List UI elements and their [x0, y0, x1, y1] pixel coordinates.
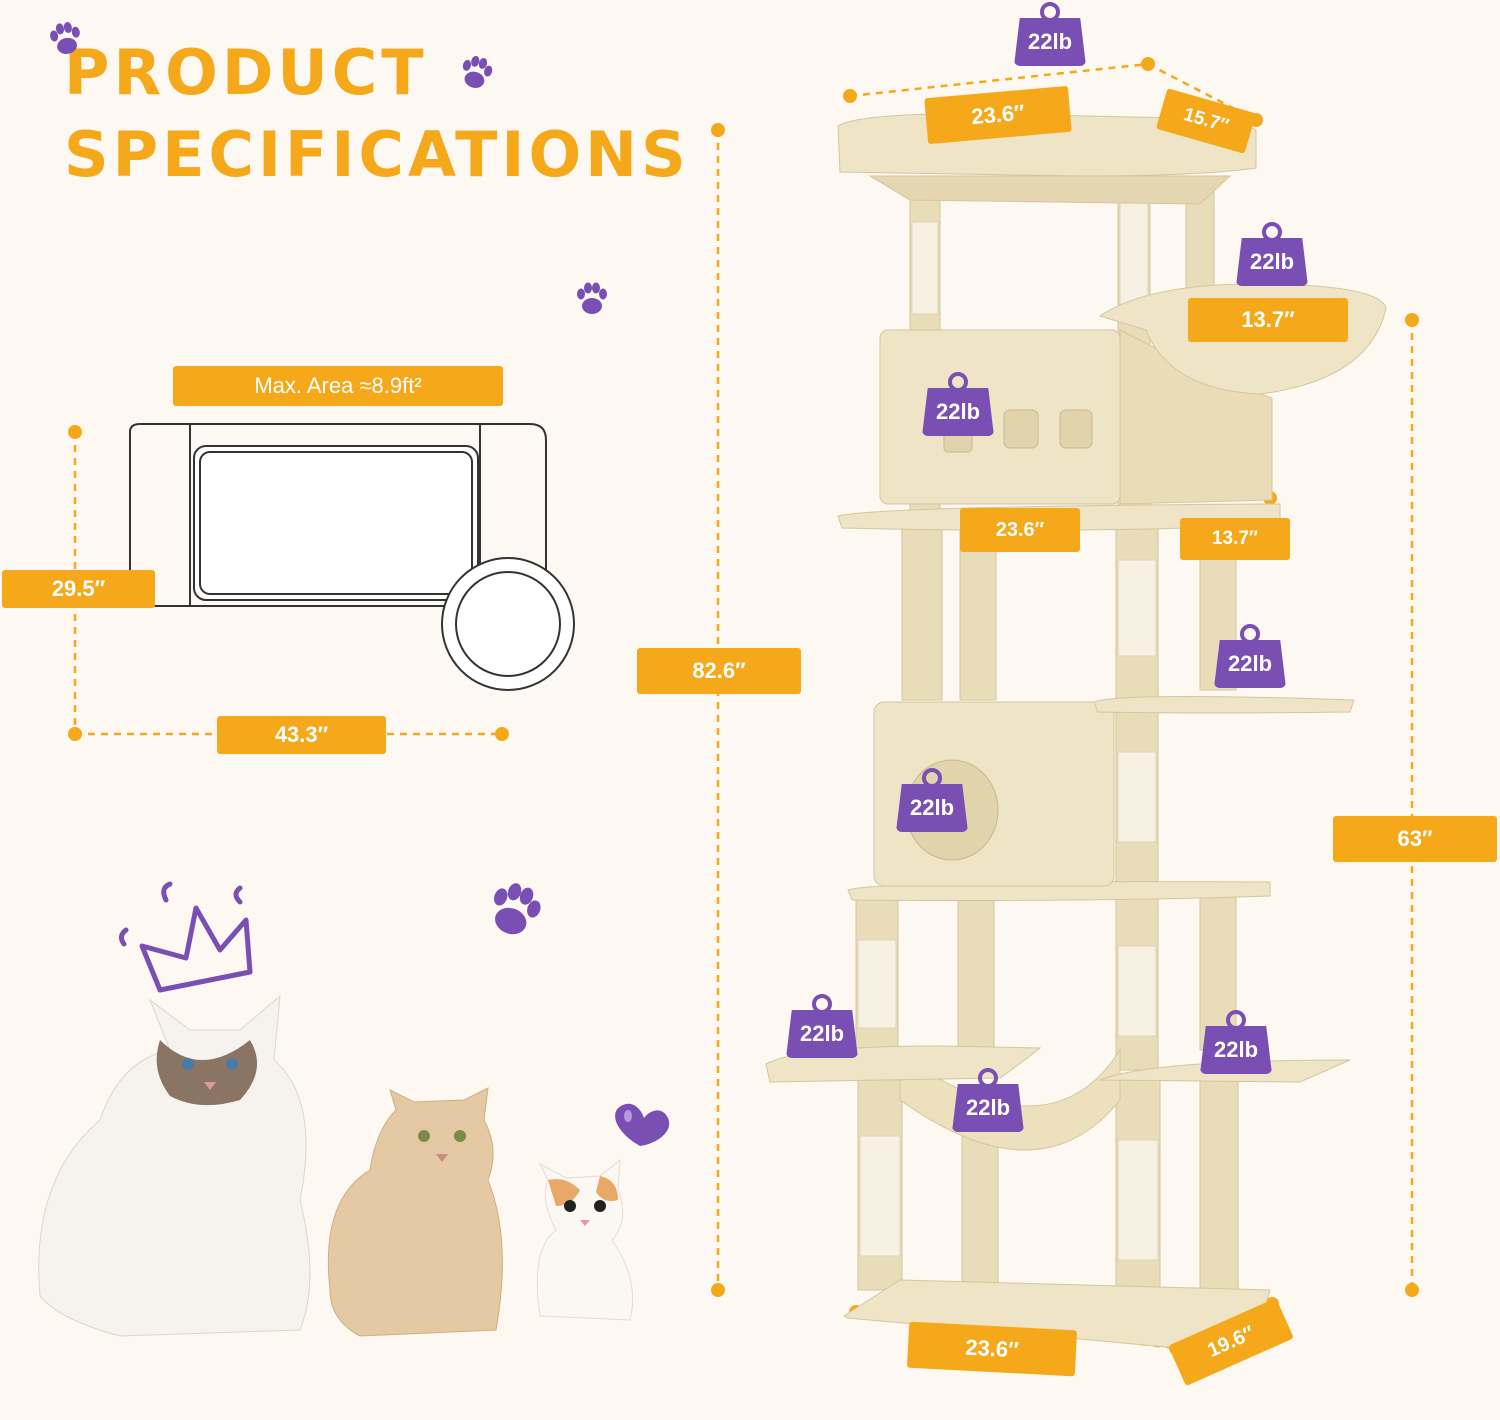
paw-print-icon: [457, 53, 496, 92]
total-height-label: 82.6″: [637, 648, 801, 694]
weight-icon-left-platform: 22lb: [786, 994, 858, 1058]
area-depth-label: 29.5″: [2, 570, 155, 608]
cat-shorthair: [327, 1087, 503, 1337]
condo-width-label: 23.6″: [960, 508, 1080, 552]
crown-icon: [118, 881, 253, 993]
lower-height-label: 63″: [1333, 816, 1497, 862]
weight-icon-lower-condo: 22lb: [896, 768, 968, 832]
paw-print-icon: [483, 877, 547, 942]
heart-icon: [615, 1103, 670, 1146]
title-line-1: PRODUCT: [64, 36, 428, 109]
weight-icon-upper-condo: 22lb: [922, 372, 994, 436]
weight-icon-top-perch: 22lb: [1014, 2, 1086, 66]
weight-icon-side-platform: 22lb: [1214, 624, 1286, 688]
area-outline: [129, 423, 575, 691]
cat-kitten: [536, 1158, 634, 1321]
area-width-label: 43.3″: [217, 716, 386, 754]
weight-icon-right-platform: 22lb: [1200, 1010, 1272, 1074]
base-width-label: 23.6″: [906, 1321, 1078, 1377]
weight-icon-basket: 22lb: [1236, 222, 1308, 286]
weight-icon-hammock: 22lb: [952, 1068, 1024, 1132]
condo-depth-label: 13.7″: [1180, 518, 1290, 560]
cat-ragdoll: [38, 994, 311, 1337]
cat-tree: [765, 113, 1387, 1349]
max-area-label: Max. Area ≈8.9ft²: [173, 366, 503, 406]
basket-diameter-label: 13.7″: [1188, 298, 1348, 342]
paw-print-icon: [48, 20, 84, 57]
paw-print-icon: [577, 282, 607, 314]
title-line-2: SPECIFICATIONS: [64, 118, 690, 191]
